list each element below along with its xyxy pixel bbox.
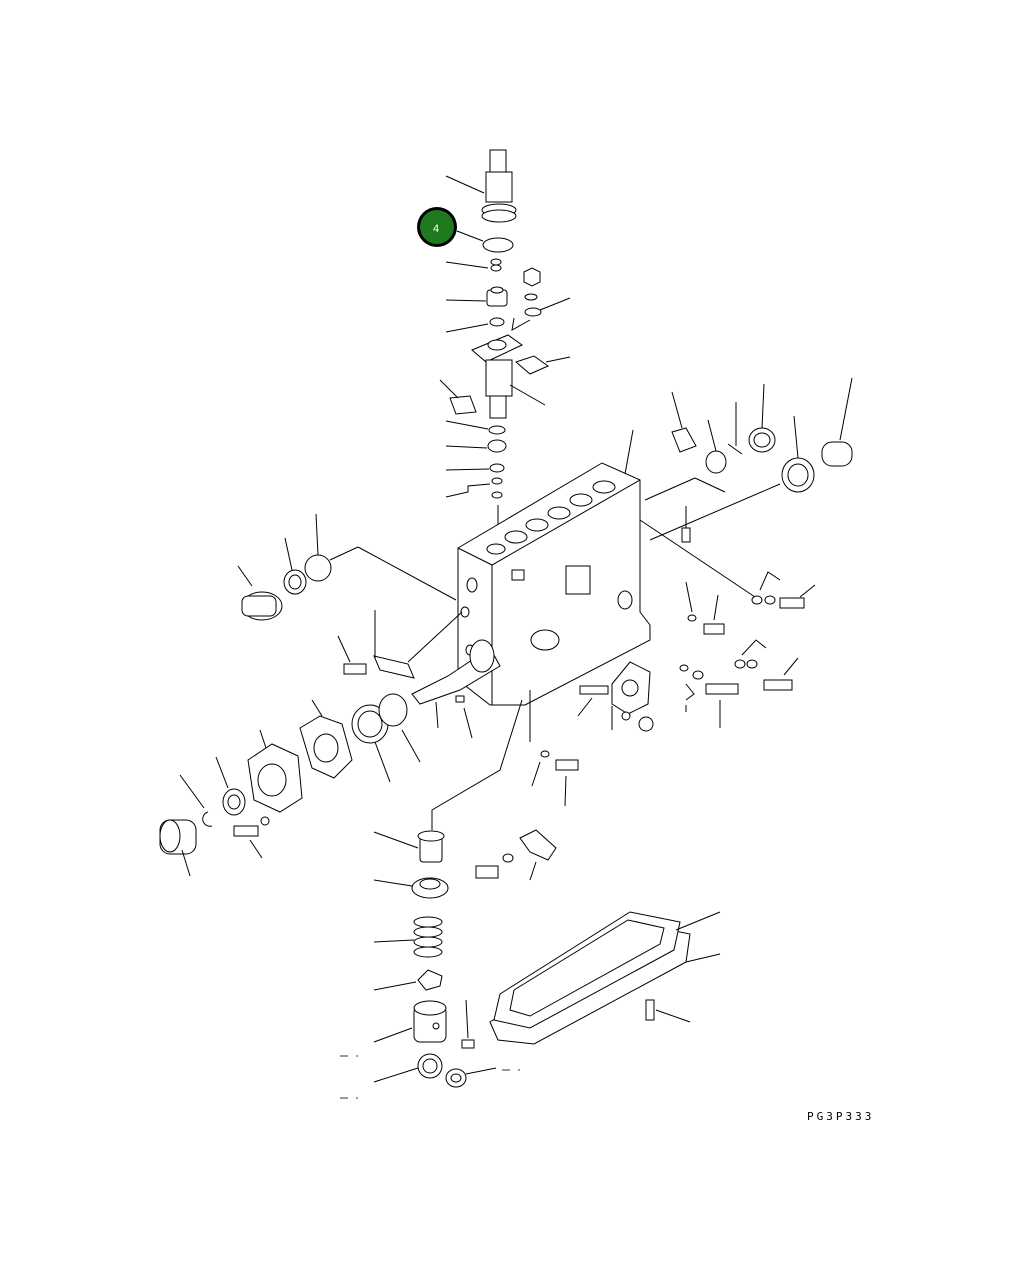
stud-bolt-lower[interactable]	[679, 664, 739, 728]
gasket-washer[interactable]	[445, 317, 505, 333]
plug-cap-left[interactable]	[237, 565, 283, 621]
valve-spring[interactable]	[445, 258, 502, 272]
gasket-left[interactable]	[299, 699, 353, 779]
pin[interactable]	[727, 402, 743, 455]
flange-gasket-right[interactable]	[611, 661, 654, 732]
camshaft[interactable]	[411, 639, 501, 729]
lower-bolt-washer[interactable]	[529, 690, 579, 807]
bearing-race-right[interactable]	[821, 377, 853, 467]
callout-label: 4	[433, 223, 439, 235]
ball-bearing-left[interactable]	[215, 756, 246, 816]
governor-plate[interactable]	[705, 419, 727, 474]
lower-washers[interactable]	[445, 420, 507, 499]
delivery-valve[interactable]	[445, 286, 508, 307]
connection-line-tappet[interactable]	[431, 699, 523, 830]
nut-and-washers[interactable]	[511, 267, 571, 331]
cap-screw-right-lower[interactable]	[734, 639, 799, 691]
drawing-code: PG3P333	[807, 1110, 874, 1123]
bearing-left[interactable]	[351, 693, 421, 783]
tappet-pin[interactable]	[461, 999, 475, 1049]
camshaft-cover-bracket[interactable]	[671, 391, 697, 453]
o-ring-part-4[interactable]	[456, 230, 514, 253]
washer-left[interactable]	[283, 537, 307, 595]
adjusting-plate[interactable]	[373, 969, 443, 991]
bushing-left[interactable]	[304, 513, 457, 601]
spring-seat-upper[interactable]	[373, 830, 445, 863]
cap-screw-right-upper[interactable]	[639, 519, 816, 609]
pump-housing[interactable]	[457, 429, 651, 706]
shaft-line-right[interactable]	[644, 477, 781, 543]
bearing-cover-left[interactable]	[247, 729, 303, 813]
bracket-left[interactable]	[439, 379, 477, 415]
snap-ring-left[interactable]	[179, 774, 213, 827]
roller[interactable]	[340, 1053, 443, 1099]
bolt-with-washer-center[interactable]	[685, 581, 725, 635]
cover-bolts-left[interactable]	[233, 816, 270, 859]
tapered-bearing-right[interactable]	[781, 415, 815, 493]
callout-marker-4[interactable]: 4	[417, 207, 457, 247]
clamp-plate[interactable]	[515, 355, 571, 375]
tappet-body[interactable]	[373, 1000, 447, 1043]
delivery-valve-holder[interactable]	[445, 149, 517, 223]
oil-seal[interactable]	[748, 383, 776, 453]
retaining-plate-left[interactable]	[373, 610, 463, 679]
plunger-spring[interactable]	[373, 916, 443, 958]
plunger-barrel[interactable]	[471, 334, 546, 419]
set-screw-left[interactable]	[337, 635, 367, 675]
roller-bushing[interactable]	[445, 1067, 520, 1088]
control-sleeve-lever[interactable]	[475, 829, 557, 881]
bottom-cover-plate[interactable]	[489, 911, 721, 1045]
spring-seat-ring[interactable]	[373, 877, 449, 899]
coupling-hub[interactable]	[159, 819, 197, 877]
woodruff-key[interactable]	[455, 695, 473, 739]
stud-bolt-center[interactable]	[577, 685, 609, 717]
cover-screw[interactable]	[645, 999, 691, 1023]
